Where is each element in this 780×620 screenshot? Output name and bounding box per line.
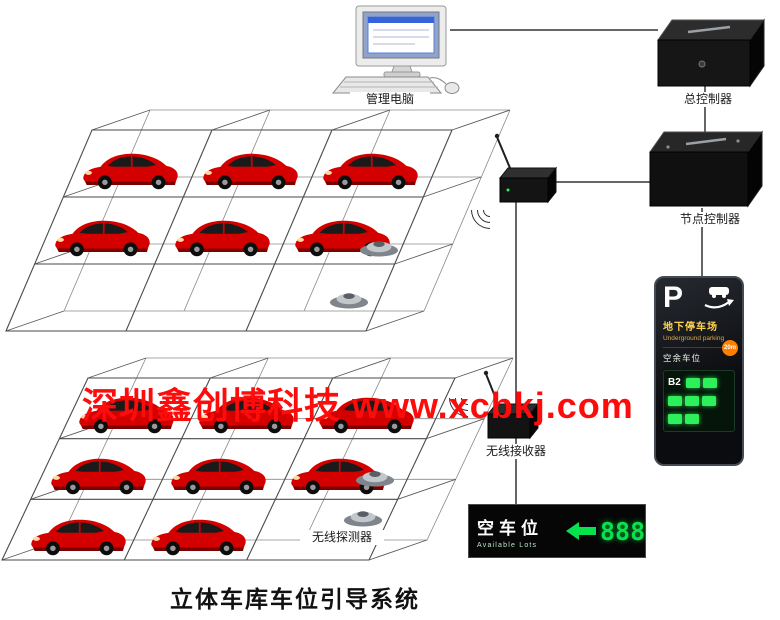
node-controller-box <box>649 130 763 208</box>
panel-venue-cn: 地下停车场 <box>663 322 718 333</box>
led-digit-block <box>702 396 716 406</box>
car-icon <box>50 457 147 496</box>
wireless-detector-icon <box>329 293 369 309</box>
parking-p-letter: P <box>663 281 684 314</box>
computer-illustration <box>331 5 460 94</box>
main-controller-box <box>657 18 765 88</box>
led-digit-block <box>702 378 717 388</box>
node-controller-label: 节点控制器 <box>662 212 758 227</box>
upper-garage-rack <box>5 109 511 332</box>
led-digit-block <box>668 414 682 424</box>
wireless-receiver-label: 无线接收器 <box>474 444 558 459</box>
wireless-detector-icon <box>343 511 383 527</box>
available-lots-sign: 空车位 Available Lots 888 <box>468 504 646 558</box>
lots-count: 888 <box>600 516 646 546</box>
car-icon <box>54 219 151 258</box>
wireless-transmitter-box <box>494 133 558 204</box>
panel-divider <box>663 347 735 348</box>
car-icon <box>82 152 179 191</box>
led-digit-block <box>685 414 699 424</box>
antenna-icon <box>496 136 511 169</box>
main-controller-label: 总控制器 <box>664 92 752 107</box>
parking-display-panel: P 地下停车场 Underground parking 20m 空余车位 B2 <box>654 276 744 466</box>
car-icon <box>170 457 267 496</box>
panel-vacancy-label: 空余车位 <box>663 353 702 363</box>
lower-garage-rack <box>1 357 514 561</box>
mouse-icon <box>444 82 460 94</box>
panel-venue-en: Underground parking <box>663 335 725 342</box>
led-digit-block <box>685 396 699 406</box>
car-icon <box>150 518 247 557</box>
lots-sign-title: 空车位 <box>477 518 543 538</box>
floor-label: B2 <box>668 377 681 388</box>
computer-label: 管理电脑 <box>350 92 430 107</box>
car-arrow-icon <box>704 287 734 309</box>
panel-led-screen: B2 <box>663 370 735 432</box>
led-digit-block <box>668 396 682 406</box>
wireless-detector-label: 无线探测器 <box>300 530 384 545</box>
car-icon <box>174 219 271 258</box>
page-title: 立体车库车位引导系统 <box>170 586 420 612</box>
antenna-icon <box>485 373 499 405</box>
lots-sign-subtitle: Available Lots <box>477 541 538 549</box>
led-row <box>668 396 730 406</box>
watermark-text: 深圳鑫创博科技 www.xcbkj.com <box>82 385 634 426</box>
keyboard-icon <box>331 76 443 94</box>
wireless-receiver-box <box>483 370 540 440</box>
distance-badge: 20m <box>722 340 738 356</box>
car-icon <box>202 152 299 191</box>
car-icon <box>322 152 419 191</box>
left-arrow-icon <box>566 522 596 540</box>
led-digit-block <box>685 378 700 388</box>
led-row: B2 <box>668 378 730 388</box>
led-row <box>668 414 730 424</box>
car-icon <box>30 518 127 557</box>
